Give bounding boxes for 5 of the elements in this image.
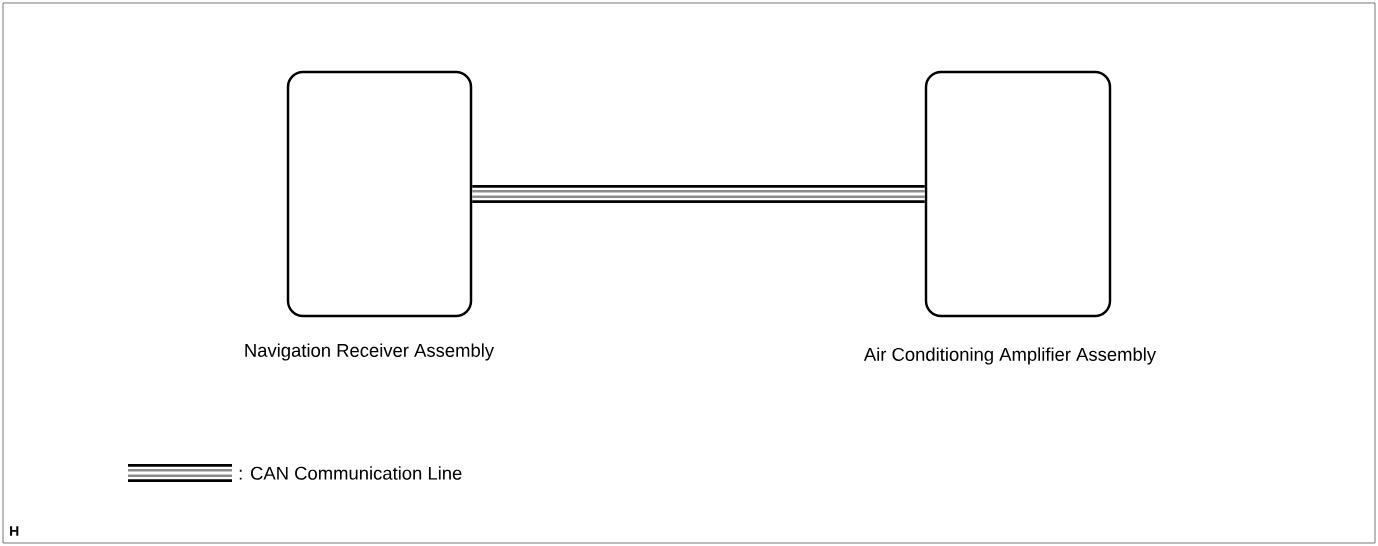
module-label: Air Conditioning Amplifier Assembly — [863, 347, 1156, 365]
can-line — [472, 185, 925, 203]
figure-code: H — [10, 526, 19, 536]
module-label: Navigation Receiver Assembly — [245, 343, 494, 361]
legend-text: : CAN Communication Line — [239, 466, 462, 480]
